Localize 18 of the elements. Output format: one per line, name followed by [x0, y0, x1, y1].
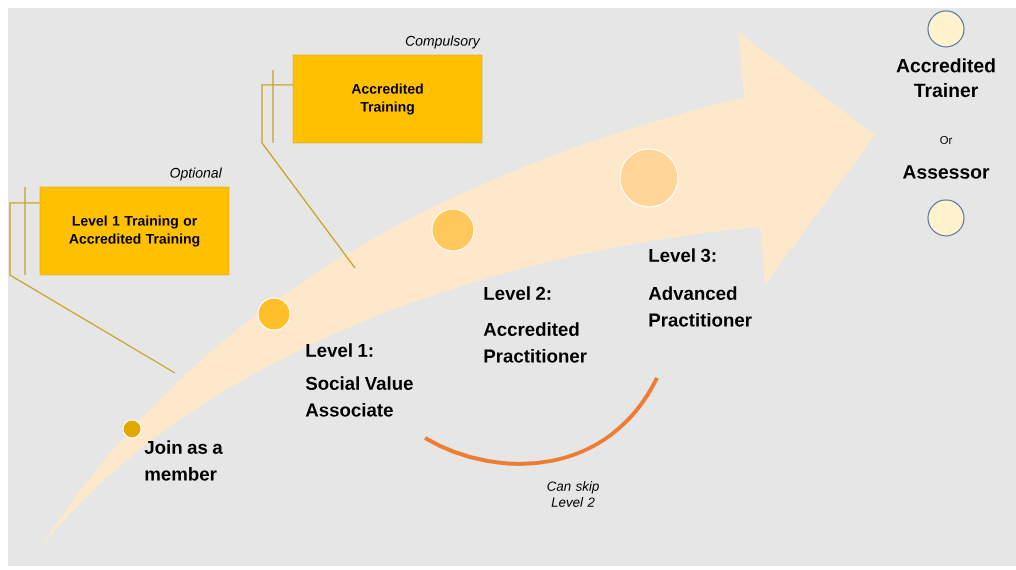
- step-label: Advanced Practitioner: [648, 286, 752, 327]
- step-label: Accredited Practitioner: [483, 322, 587, 363]
- step-label: Social Value Associate: [305, 376, 413, 417]
- leader-line: [261, 84, 356, 269]
- training-box: Accredited Training: [292, 54, 483, 144]
- note-text: Optional: [170, 167, 223, 181]
- leader-line: [9, 202, 176, 374]
- step-label: Level 2:: [484, 286, 551, 300]
- training-box: Level 1 Training or Accredited Training: [39, 186, 230, 276]
- step-label: Level 3:: [649, 248, 716, 262]
- note-text: Compulsory: [405, 35, 481, 49]
- or-text: Or: [940, 136, 953, 144]
- note-text: Can skip Level 2: [547, 481, 599, 507]
- step-label: Accredited Trainer: [896, 58, 995, 98]
- curved-arrow: [40, 32, 875, 548]
- step-label: Assessor: [902, 165, 990, 179]
- step-label: Level 1:: [306, 343, 373, 357]
- step-label: Join as a member: [144, 440, 223, 481]
